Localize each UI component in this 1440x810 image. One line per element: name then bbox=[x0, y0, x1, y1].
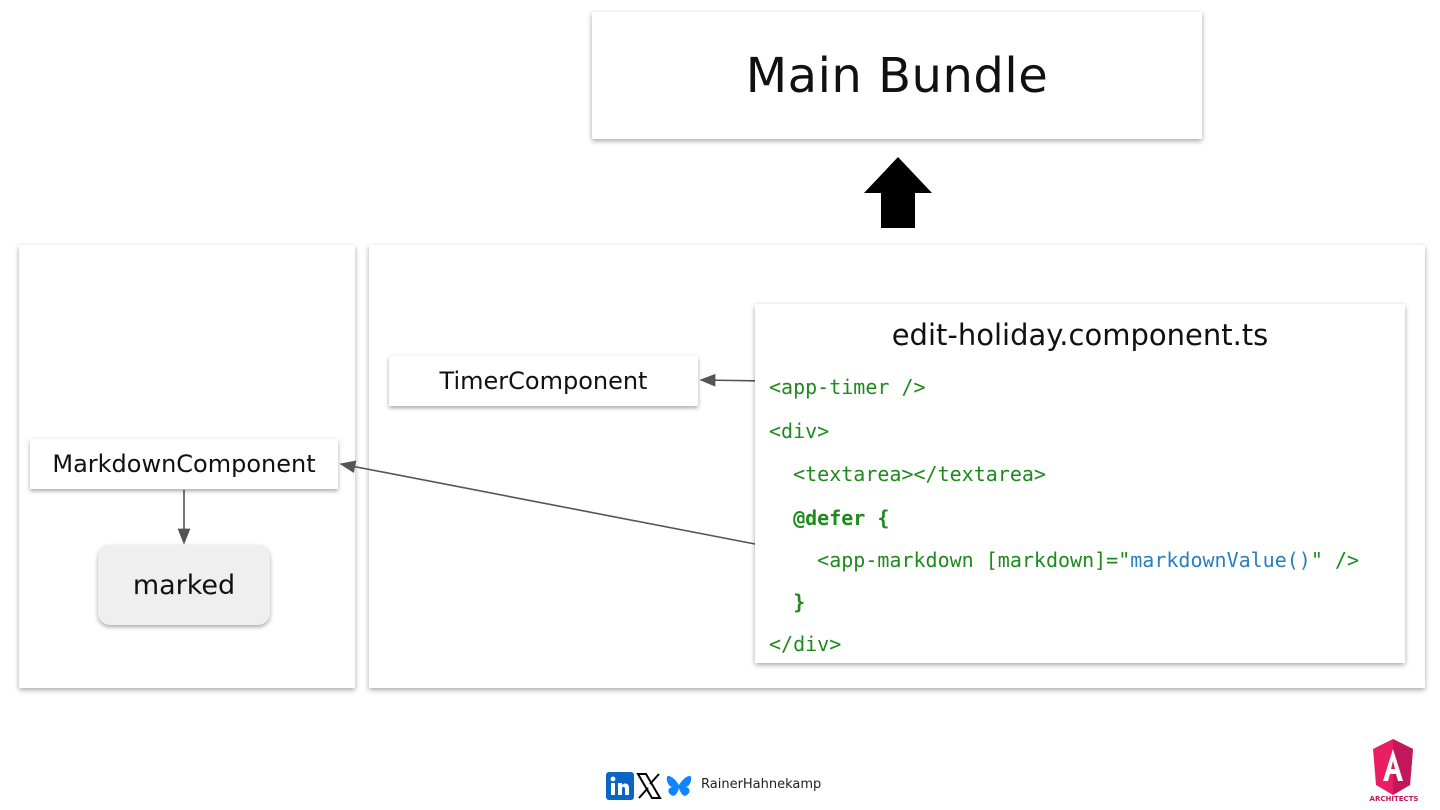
angular-architects-logo-icon bbox=[1373, 739, 1413, 795]
markdown-component-label: MarkdownComponent bbox=[52, 450, 316, 478]
timer-component-box: TimerComponent bbox=[389, 356, 698, 406]
code-line-defer: @defer { bbox=[769, 506, 890, 530]
code-markdown-prefix: <app-markdown [markdown]=" bbox=[769, 548, 1131, 572]
up-arrow-icon bbox=[864, 157, 932, 228]
code-file-title: edit-holiday.component.ts bbox=[891, 318, 1269, 352]
social-icons bbox=[606, 772, 694, 800]
timer-component-label: TimerComponent bbox=[439, 367, 648, 395]
code-card: edit-holiday.component.ts <app-timer /> … bbox=[755, 304, 1405, 663]
code-line-div-close: </div> bbox=[769, 632, 842, 656]
marked-library-box: marked bbox=[98, 545, 270, 625]
bluesky-icon[interactable] bbox=[664, 772, 694, 800]
code-line-app-markdown: <app-markdown [markdown]="markdownValue(… bbox=[769, 548, 1359, 572]
code-markdown-suffix: " /> bbox=[1310, 548, 1360, 572]
linkedin-icon[interactable] bbox=[606, 772, 634, 800]
code-line-app-timer: <app-timer /> bbox=[769, 375, 926, 399]
logo-text: ARCHITECTS bbox=[1369, 795, 1419, 803]
markdown-component-box: MarkdownComponent bbox=[30, 439, 338, 489]
x-icon[interactable] bbox=[636, 772, 662, 800]
author-name: RainerHahnekamp bbox=[701, 777, 822, 792]
code-markdown-value-fn: markdownValue() bbox=[1130, 548, 1311, 572]
main-bundle-box: Main Bundle bbox=[592, 12, 1202, 139]
code-line-div-open: <div> bbox=[769, 419, 830, 443]
marked-label: marked bbox=[132, 569, 236, 601]
main-bundle-label: Main Bundle bbox=[745, 47, 1049, 104]
code-line-textarea: <textarea></textarea> bbox=[769, 462, 1046, 486]
markdown-arrow bbox=[339, 460, 756, 545]
code-line-defer-close: } bbox=[769, 590, 806, 614]
